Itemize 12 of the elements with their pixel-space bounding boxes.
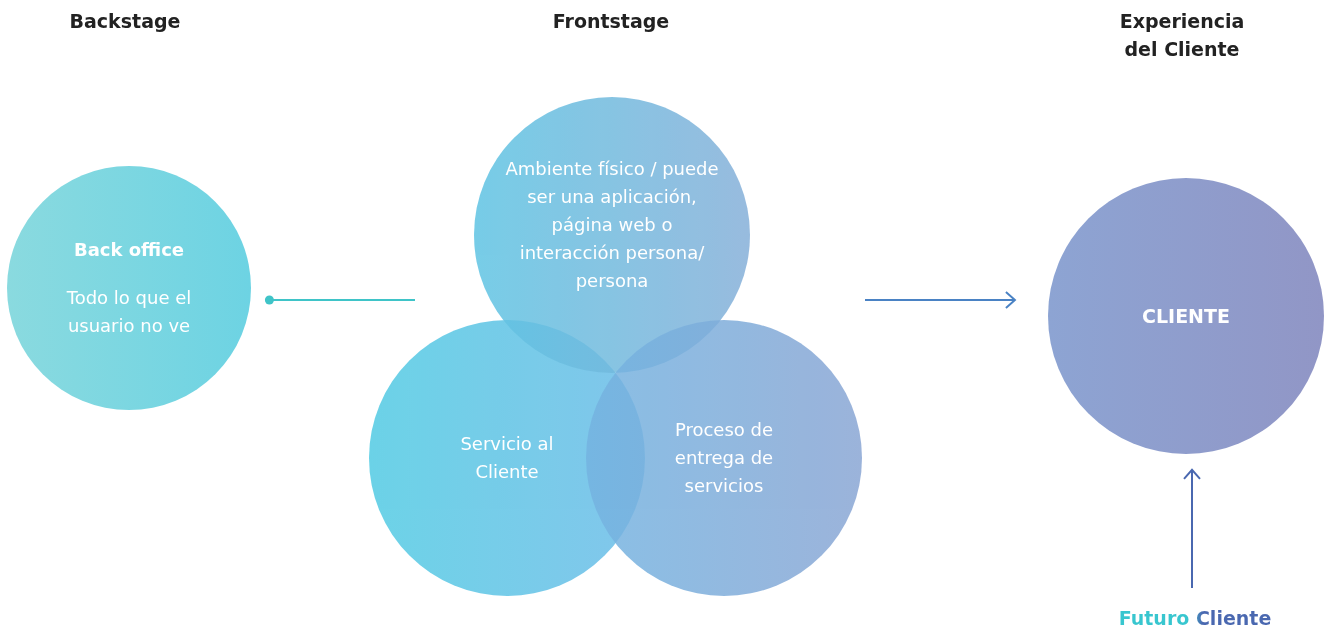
column-heading: Frontstage [551, 9, 671, 34]
circle-text: Servicio al Cliente [459, 432, 555, 484]
connector-line [264, 295, 416, 305]
circle-text: Todo lo que el usuario no ve [65, 286, 193, 338]
circle-text: Ambiente físico / puede ser una aplicación, página web o interacción persona/ persona [504, 157, 720, 293]
circle-title: Back office [72, 238, 186, 262]
arrow [864, 291, 1016, 309]
column-heading: Experiencia del Cliente [1118, 9, 1246, 62]
column-heading: Backstage [68, 9, 182, 34]
arrow [1183, 468, 1201, 589]
circle-title: CLIENTE [1141, 304, 1231, 329]
circle-text: Proceso de entrega de servicios [673, 418, 775, 498]
